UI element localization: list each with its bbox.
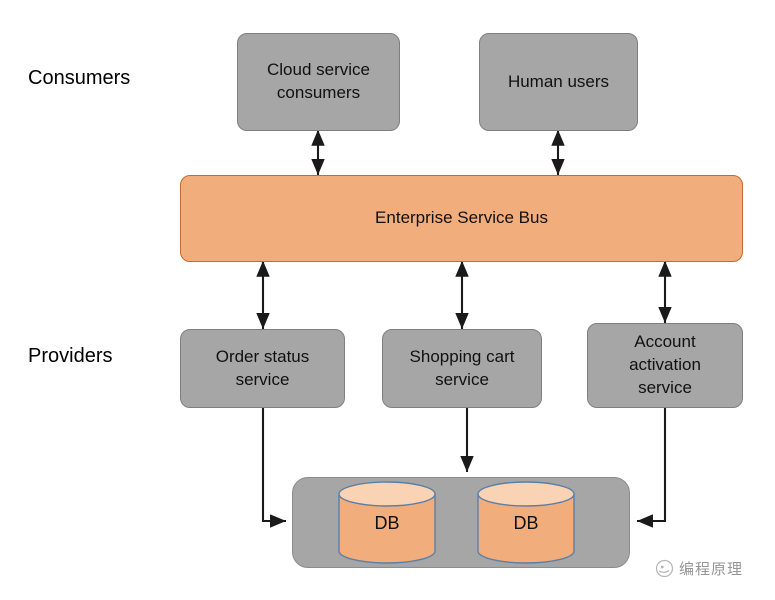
database-cylinder-right-label: DB <box>513 513 539 533</box>
node-order-status-service-label: Order status service <box>215 346 310 389</box>
node-cloud-service-consumers[interactable]: Cloud service consumers <box>237 33 400 131</box>
node-account-activation-service[interactable]: Account activation service <box>587 323 743 408</box>
node-cloud-service-consumers-label: Cloud service consumers <box>267 60 370 102</box>
node-human-users[interactable]: Human users <box>479 33 638 131</box>
node-order-status-service[interactable]: Order status service <box>180 329 345 408</box>
node-enterprise-service-bus[interactable]: Enterprise Service Bus <box>180 175 743 262</box>
circle-logo-icon <box>655 559 674 578</box>
watermark: 编程原理 <box>655 558 743 579</box>
node-human-users-label: Human users <box>507 71 610 91</box>
watermark-text: 编程原理 <box>679 560 744 578</box>
layer-label-providers: Providers <box>28 345 113 367</box>
connector-account-activation-to-databases <box>636 408 667 528</box>
node-enterprise-service-bus-label: Enterprise Service Bus <box>375 208 548 228</box>
node-account-activation-service-label: Account activation service <box>629 332 701 397</box>
database-cylinder-right[interactable] <box>477 481 575 564</box>
connector-order-status-to-databases <box>261 408 287 528</box>
node-shopping-cart-service[interactable]: Shopping cart service <box>382 329 542 408</box>
database-cylinder-left[interactable] <box>338 481 436 564</box>
database-cylinder-left-label: DB <box>374 513 400 533</box>
layer-label-consumers: Consumers <box>28 67 131 89</box>
node-shopping-cart-service-label: Shopping cart service <box>409 346 515 389</box>
